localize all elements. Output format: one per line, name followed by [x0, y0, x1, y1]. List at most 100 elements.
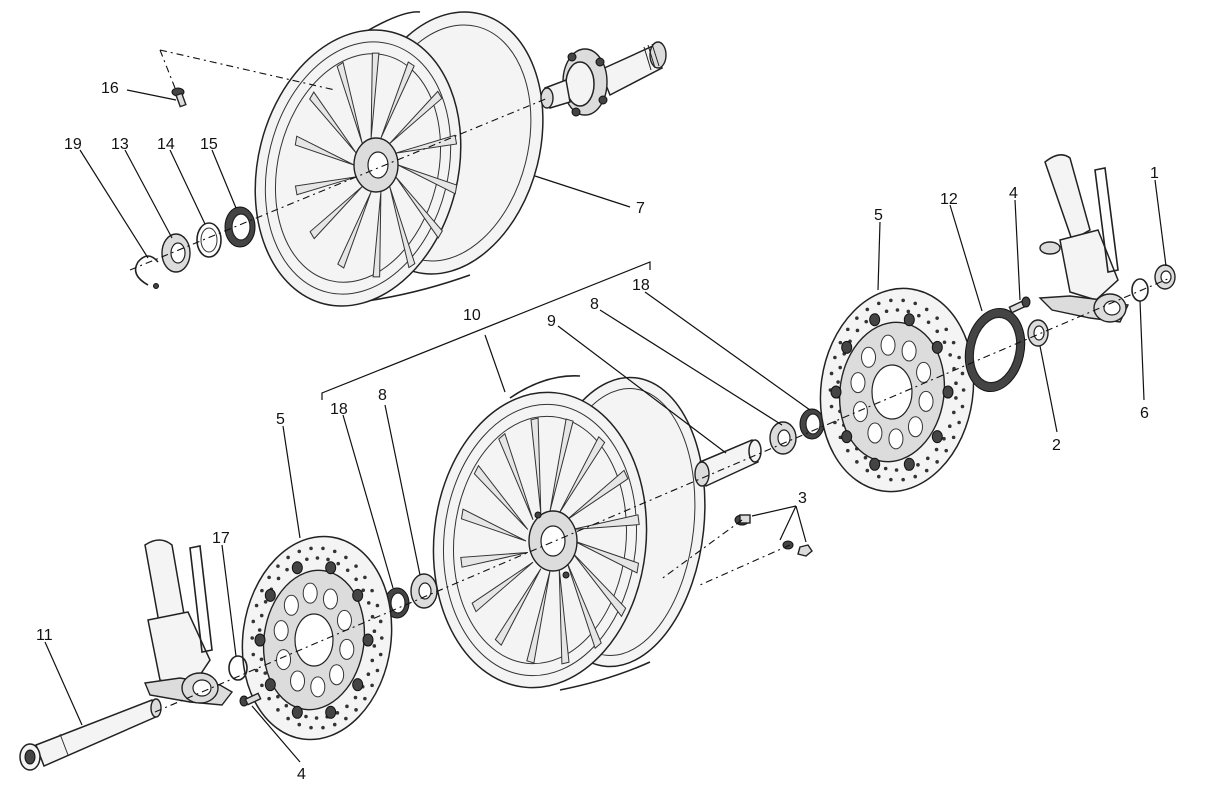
disc-vent-hole [889, 298, 893, 303]
spoke [294, 135, 355, 166]
disc-vent-hole [935, 460, 939, 464]
spoke [395, 134, 458, 154]
disc-vent-hole [829, 371, 834, 376]
disc-vent-hole [838, 365, 842, 370]
spoke [372, 191, 382, 278]
disc-bolt [264, 588, 276, 602]
front-wheel-spokes [460, 417, 640, 665]
disc-vent-hole [833, 420, 837, 425]
spoke [526, 570, 551, 664]
group-10-bracket [321, 261, 651, 400]
label-19: 19 [64, 136, 82, 153]
disc-vent-hole [947, 424, 952, 429]
disc-vent-hole [884, 309, 889, 314]
disc-vent-hole [845, 448, 850, 453]
disc-vent-hole [855, 316, 859, 320]
disc-vent-hole [925, 456, 930, 461]
disc-carrier-window [339, 638, 355, 660]
disc-vent-hole [344, 716, 348, 721]
spoke [294, 176, 357, 196]
rear-axle-flange [540, 41, 667, 117]
disc-vent-hole [276, 564, 280, 568]
disc-vent-hole [942, 340, 947, 345]
disc-vent-hole [901, 477, 905, 482]
disc-bolt [830, 385, 842, 399]
disc-bolt [254, 633, 266, 647]
disc-vent-hole [380, 636, 384, 640]
disc-vent-hole [924, 307, 929, 312]
disc-bolt [931, 340, 943, 354]
disc-vent-hole [259, 657, 264, 662]
spoke [309, 91, 357, 154]
spoke [389, 90, 443, 144]
disc-vent-hole [263, 599, 268, 604]
disc-bolt [264, 678, 276, 692]
disc-vent-hole [865, 307, 870, 312]
spoke [309, 186, 363, 240]
disc-vent-hole [260, 683, 264, 688]
disc-vent-hole [259, 613, 264, 618]
disc-vent-hole [304, 714, 308, 719]
disc-vent-hole [960, 371, 965, 376]
spoke [460, 551, 528, 568]
disc-vent-hole [366, 672, 371, 677]
disc-bolt [325, 705, 337, 719]
disc-vent-hole [363, 575, 367, 580]
disc-carrier-window [322, 588, 338, 610]
spoke [336, 61, 363, 144]
part-number-labels: 16 19 13 14 15 7 1 4 12 5 6 2 18 8 9 10 … [36, 80, 1159, 783]
disc-vent-hole [363, 696, 367, 701]
disc-vent-hole [894, 468, 899, 472]
disc-vent-hole [924, 468, 929, 473]
spoke [566, 562, 602, 650]
disc-vent-hole [315, 556, 320, 560]
disc-vent-hole [951, 340, 956, 345]
disc-vent-hole [370, 588, 374, 593]
disc-vent-hole [260, 588, 264, 593]
disc-carrier-window [852, 401, 868, 423]
bolt-4-right [1008, 296, 1031, 314]
fork-leg-left [144, 539, 234, 706]
label-4-left: 4 [297, 766, 306, 783]
disc-vent-hole [321, 725, 325, 730]
disc-carrier-window [861, 346, 877, 368]
disc-vent-hole [944, 327, 949, 332]
disc-vent-hole [332, 722, 337, 727]
disc-carrier-window [336, 609, 352, 631]
label-4-right: 4 [1009, 185, 1018, 202]
disc-vent-hole [961, 388, 966, 392]
brake-disc-left [241, 535, 393, 741]
disc-vent-hole [353, 695, 358, 700]
front-right-spacers [694, 408, 825, 488]
disc-vent-hole [372, 629, 377, 634]
disc-carrier-window [907, 416, 923, 438]
disc-vent-hole [836, 380, 840, 384]
disc-vent-hole [250, 636, 254, 640]
assembly-axis-lines [129, 49, 1171, 713]
disc-vent-hole [370, 614, 375, 619]
bolt-4-left [239, 692, 262, 707]
disc-bolt [903, 457, 915, 471]
spoke [558, 435, 606, 514]
disc-vent-hole [926, 320, 931, 325]
disc-vent-hole [954, 396, 958, 400]
disc-vent-hole [372, 644, 377, 648]
disc-vent-hole [901, 298, 905, 303]
disc-vent-hole [345, 704, 349, 709]
disc-vent-hole [906, 309, 911, 314]
disc-vent-hole [838, 340, 843, 345]
disc-vent-hole [309, 725, 313, 730]
disc-vent-hole [354, 577, 358, 582]
disc-vent-hole [297, 549, 302, 554]
disc-vent-hole [957, 420, 961, 425]
leader-lines [44, 89, 1167, 763]
spoke [530, 417, 542, 514]
disc-vent-hole [366, 601, 371, 605]
disc-vent-hole [855, 460, 859, 464]
disc-vent-hole [375, 603, 380, 608]
label-11: 11 [36, 627, 53, 644]
disc-vent-hole [336, 561, 341, 566]
label-7: 7 [636, 200, 645, 217]
disc-carrier-window [918, 390, 934, 412]
